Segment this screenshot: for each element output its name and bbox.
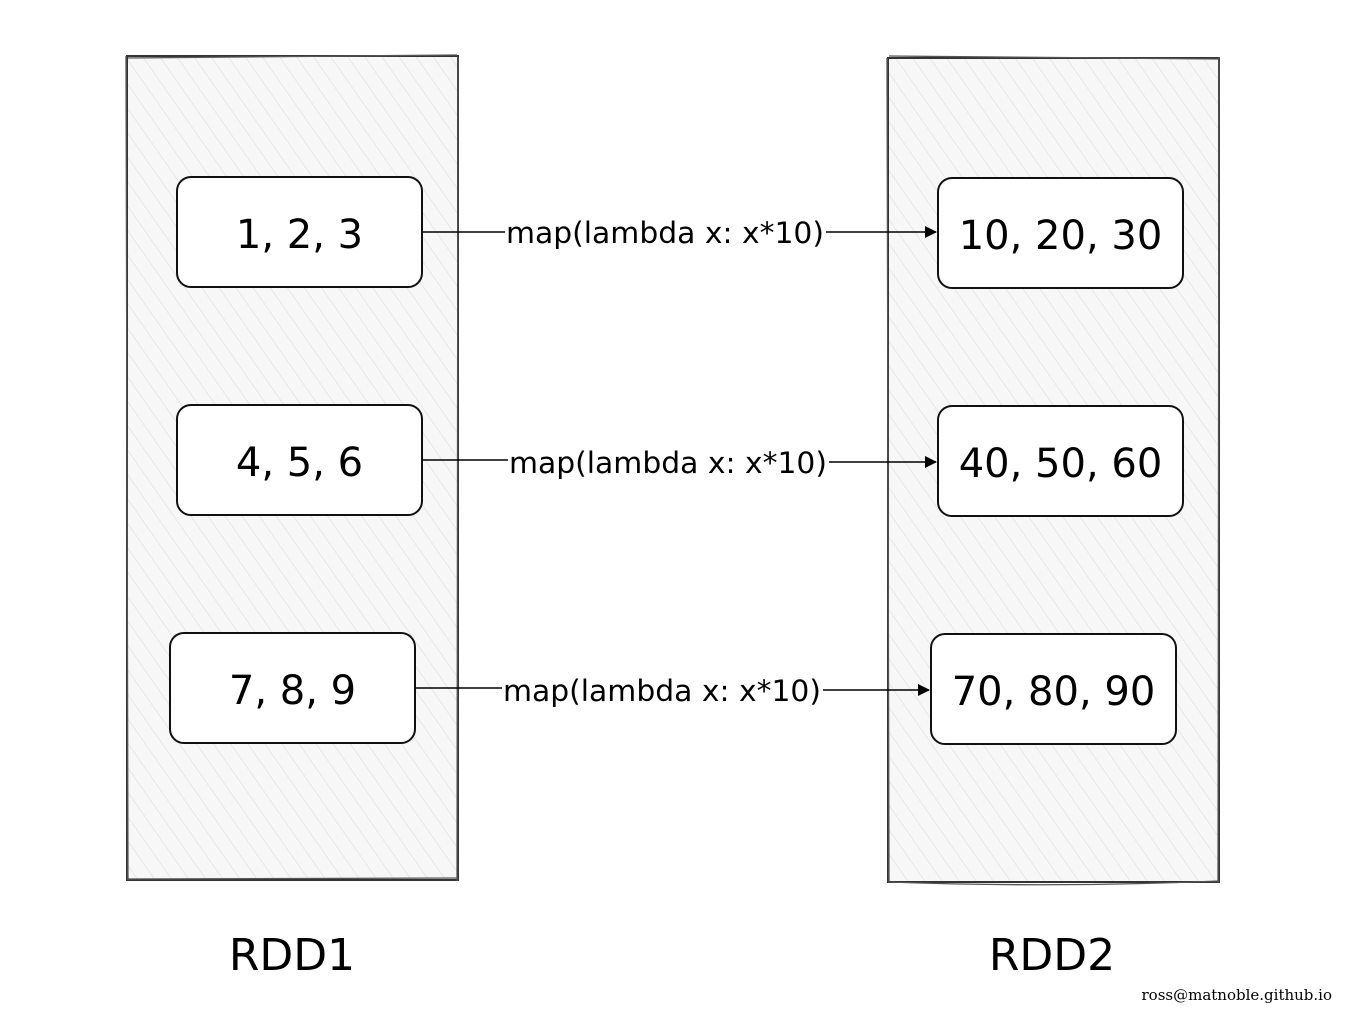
rdd1-partition-2-values: 4, 5, 6: [236, 440, 363, 486]
map-edge-1: map(lambda x: x*10): [423, 216, 937, 250]
rdd2-partition-2: 40, 50, 60: [937, 405, 1184, 517]
rdd2-partition-3-values: 70, 80, 90: [952, 669, 1156, 715]
rdd2-partition-2-values: 40, 50, 60: [959, 441, 1163, 487]
rdd1-partition-1: 1, 2, 3: [176, 176, 423, 288]
map-edge-3-label: map(lambda x: x*10): [503, 674, 821, 708]
map-edge-2: map(lambda x: x*10): [423, 446, 937, 480]
watermark-text: ross@matnoble.github.io: [1142, 986, 1332, 1004]
rdd2-label: RDD2: [989, 930, 1115, 981]
rdd1-label: RDD1: [229, 930, 355, 981]
rdd1-partition-2: 4, 5, 6: [176, 404, 423, 516]
rdd2-partition-1: 10, 20, 30: [937, 177, 1184, 289]
rdd1-partition-3: 7, 8, 9: [169, 632, 416, 744]
rdd2-partition-3: 70, 80, 90: [930, 633, 1177, 745]
map-edge-3: map(lambda x: x*10): [416, 674, 930, 708]
map-edge-1-label: map(lambda x: x*10): [506, 216, 824, 250]
rdd1-partition-1-values: 1, 2, 3: [236, 212, 363, 258]
rdd1-partition-3-values: 7, 8, 9: [229, 668, 356, 714]
rdd2-partition-1-values: 10, 20, 30: [959, 213, 1163, 259]
map-edge-2-label: map(lambda x: x*10): [509, 446, 827, 480]
